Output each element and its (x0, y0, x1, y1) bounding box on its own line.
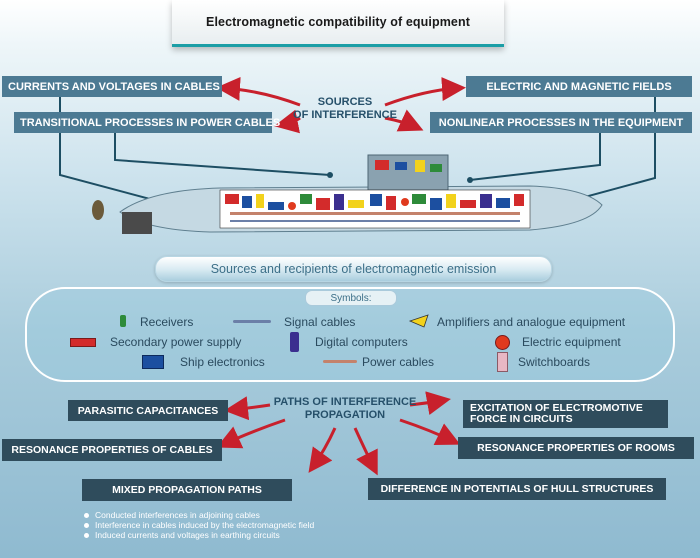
path-parasitic-capacitances: PARASITIC CAPACITANCES (68, 400, 228, 421)
page-title: Electromagnetic compatibility of equipme… (206, 15, 470, 29)
path-mixed-propagation: MIXED PROPAGATION PATHS (82, 479, 292, 501)
arrow-icon (353, 427, 378, 476)
mixed-paths-bullets: Conducted interferences in adjoining cab… (84, 510, 314, 540)
arrow-icon (409, 391, 451, 415)
power-cable-icon (323, 360, 357, 363)
symbol-label: Signal cables (284, 315, 356, 329)
arrow-icon (399, 418, 461, 446)
arrow-icon (308, 427, 337, 473)
symbol-label: Power cables (362, 355, 435, 369)
symbol-label: Digital computers (315, 335, 408, 349)
source-label: TRANSITIONAL PROCESSES IN POWER CABLES (20, 116, 281, 129)
source-nonlinear-processes: NONLINEAR PROCESSES IN THE EQUIPMENT (430, 112, 692, 133)
path-resonance-rooms: RESONANCE PROPERTIES OF ROOMS (458, 437, 694, 459)
sources-center-label: SOURCES OF INTERFERENCE (293, 96, 397, 121)
source-electric-magnetic-fields: ELECTRIC AND MAGNETIC FIELDS (466, 76, 692, 97)
list-item: Conducted interferences in adjoining cab… (84, 510, 314, 520)
arrow-icon (216, 76, 301, 107)
computer-icon (290, 332, 299, 352)
subtitle-text: Sources and recipients of electromagneti… (210, 262, 497, 276)
symbol-label: Electric equipment (522, 335, 621, 349)
path-excitation-emf: EXCITATION OF ELECTROMOTIVE FORCE IN CIR… (463, 400, 668, 428)
source-label: NONLINEAR PROCESSES IN THE EQUIPMENT (438, 116, 684, 129)
submarine-illustration (92, 154, 603, 234)
connector-line (114, 133, 331, 176)
arrow-icon (274, 109, 301, 134)
symbol-label: Secondary power supply (110, 335, 242, 349)
connector-line (469, 133, 601, 181)
arrow-icon (384, 77, 466, 107)
ship-electronics-icon (142, 355, 164, 369)
path-resonance-cables: RESONANCE PROPERTIES OF CABLES (2, 439, 222, 461)
path-hull-potentials: DIFFERENCE IN POTENTIALS OF HULL STRUCTU… (368, 478, 666, 500)
symbol-label: Amplifiers and analogue equipment (437, 315, 626, 329)
title-banner: Electromagnetic compatibility of equipme… (172, 0, 504, 47)
receiver-icon (120, 315, 126, 327)
source-transitional-processes: TRANSITIONAL PROCESSES IN POWER CABLES (14, 112, 280, 133)
source-label: CURRENTS AND VOLTAGES IN CABLES (8, 80, 220, 93)
source-label: ELECTRIC AND MAGNETIC FIELDS (486, 80, 672, 93)
list-item: Induced currents and voltages in earthin… (84, 530, 314, 540)
internal-equipment (225, 160, 524, 222)
symbol-label: Ship electronics (180, 355, 265, 369)
paths-center-label: PATHS OF INTERFERENCE PROPAGATION (273, 396, 417, 421)
arrow-icon (384, 109, 424, 132)
signal-cable-icon (233, 320, 271, 323)
symbols-title: Symbols: (305, 290, 397, 306)
symbol-label: Receivers (140, 315, 194, 329)
power-supply-icon (70, 338, 96, 347)
subtitle-pill: Sources and recipients of electromagneti… (155, 256, 552, 282)
switchboard-icon (497, 352, 508, 372)
amplifier-icon (408, 314, 429, 328)
arrow-icon (216, 418, 286, 449)
source-currents-voltages: CURRENTS AND VOLTAGES IN CABLES (2, 76, 222, 97)
symbol-label: Switchboards (518, 355, 591, 369)
arrow-icon (224, 396, 271, 421)
electric-equipment-icon (495, 335, 510, 350)
list-item: Interference in cables induced by the el… (84, 520, 314, 530)
